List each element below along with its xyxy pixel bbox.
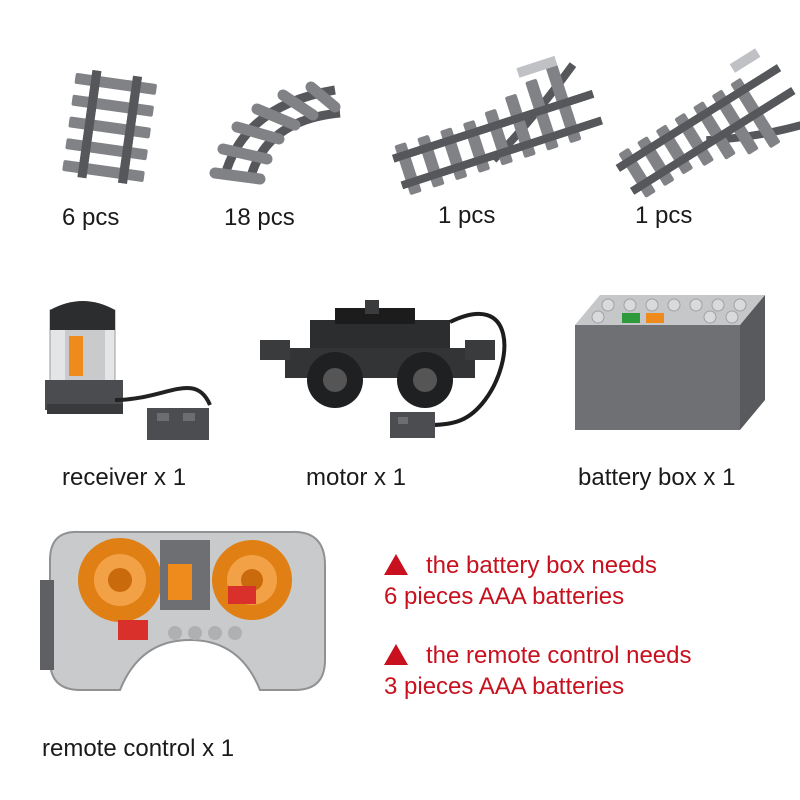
remote-control-icon: [40, 530, 326, 691]
battery-box-icon: [575, 295, 765, 430]
train-motor-icon: [260, 300, 507, 438]
receiver-label: receiver x 1: [62, 464, 187, 491]
switch-left-count: 1 pcs: [438, 202, 496, 229]
straight-track-icon: [62, 70, 157, 184]
ir-receiver-icon: [45, 301, 212, 440]
straight-track-count: 6 pcs: [62, 204, 120, 231]
curved-track-count: 18 pcs: [224, 204, 295, 231]
warning-triangle-icon: [384, 644, 408, 665]
battery-box-note: the battery box needs 6 pieces AAA batte…: [384, 550, 657, 612]
switch-track-left-icon: [392, 55, 603, 195]
battery-box-note-line2: 6 pieces AAA batteries: [384, 583, 625, 610]
remote-note: the remote control needs 3 pieces AAA ba…: [384, 640, 692, 702]
switch-right-count: 1 pcs: [635, 202, 693, 229]
remote-control-label: remote control x 1: [42, 735, 235, 762]
battery-box-label: battery box x 1: [578, 464, 736, 491]
remote-note-line2: 3 pieces AAA batteries: [384, 673, 625, 700]
remote-note-line1: the remote control needs: [426, 642, 692, 669]
curved-track-icon: [209, 81, 341, 185]
warning-triangle-icon: [384, 554, 408, 575]
battery-box-note-line1: the battery box needs: [426, 552, 657, 579]
motor-label: motor x 1: [306, 464, 407, 491]
switch-track-right-icon: [615, 48, 800, 198]
